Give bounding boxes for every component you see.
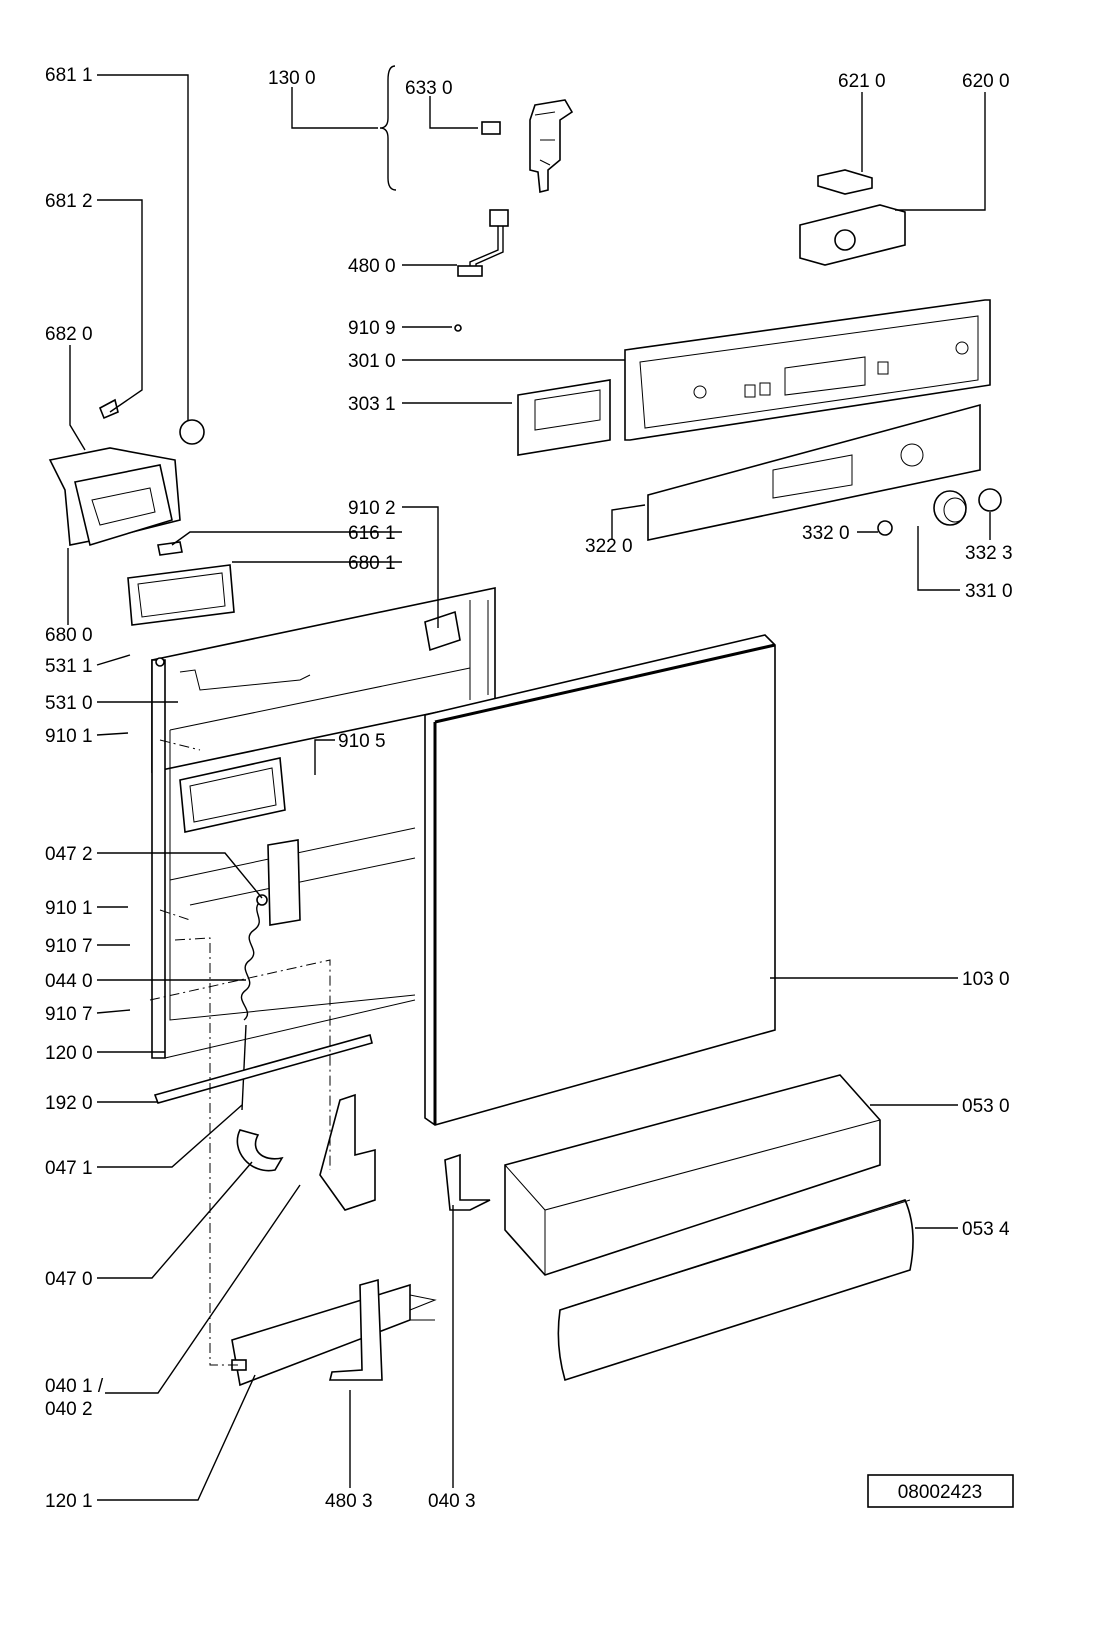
parts-drawing	[48, 65, 1002, 1387]
label-480-0: 480 0	[348, 256, 396, 277]
lower-trim	[231, 1278, 437, 1387]
label-616-1: 616 1	[348, 523, 396, 544]
label-331-0: 331 0	[965, 581, 1013, 602]
label-303-1: 303 1	[348, 394, 396, 415]
label-047-0: 047 0	[45, 1269, 93, 1290]
label-681-2: 681 2	[45, 191, 93, 212]
label-681-1: 681 1	[45, 65, 93, 86]
label-053-4: 053 4	[962, 1219, 1010, 1240]
detergent-dispenser	[48, 398, 205, 556]
label-044-0: 044 0	[45, 971, 93, 992]
label-130-0: 130 0	[268, 68, 316, 89]
inner-door	[151, 587, 496, 1059]
label-620-0: 620 0	[962, 71, 1010, 92]
knob-cap	[978, 488, 1002, 512]
label-480-3: 480 3	[325, 1491, 373, 1512]
door-rail	[153, 1034, 373, 1104]
fascia-panel	[647, 403, 981, 541]
label-682-0: 682 0	[45, 324, 93, 345]
label-120-0: 120 0	[45, 1043, 93, 1064]
leader-lines	[67, 74, 991, 1501]
button-cap	[877, 520, 893, 536]
reference-number: 08002423	[898, 1482, 983, 1503]
label-531-1: 531 1	[45, 656, 93, 677]
label-910-1-lower: 910 1	[45, 898, 93, 919]
label-910-1-upper: 910 1	[45, 726, 93, 747]
label-633-0: 633 0	[405, 78, 453, 99]
label-053-0: 053 0	[962, 1096, 1010, 1117]
label-910-5: 910 5	[338, 731, 386, 752]
program-knob	[933, 490, 967, 526]
reference-number-box: 08002423	[867, 1474, 1014, 1508]
door-spring	[236, 894, 376, 1211]
electronic-module	[817, 169, 873, 195]
wiring-harness	[457, 209, 509, 277]
label-910-2: 910 2	[348, 498, 396, 519]
label-103-0: 103 0	[962, 969, 1010, 990]
label-047-2: 047 2	[45, 844, 93, 865]
label-680-1: 680 1	[348, 553, 396, 574]
label-322-0: 322 0	[585, 536, 633, 557]
dispenser-seal	[127, 564, 235, 626]
label-332-3: 332 3	[965, 543, 1013, 564]
label-301-0: 301 0	[348, 351, 396, 372]
label-910-9: 910 9	[348, 318, 396, 339]
kick-plate	[557, 1199, 914, 1382]
label-040-3: 040 3	[428, 1491, 476, 1512]
door-handle	[517, 379, 611, 456]
plinth	[504, 1074, 881, 1276]
label-621-0: 621 0	[838, 71, 886, 92]
part-number-labels: 681 1 130 0 633 0 621 0 620 0 681 2 480 …	[45, 65, 1013, 1512]
label-040-1: 040 1 /	[45, 1376, 104, 1397]
door-front-panel	[424, 634, 776, 1126]
label-120-1: 120 1	[45, 1491, 93, 1512]
label-332-0: 332 0	[802, 523, 850, 544]
label-910-7-lower: 910 7	[45, 1004, 93, 1025]
label-040-2: 040 2	[45, 1399, 93, 1420]
control-unit	[799, 204, 906, 266]
control-panel	[624, 299, 991, 441]
bracket	[444, 1153, 491, 1211]
label-047-1: 047 1	[45, 1158, 93, 1179]
label-680-0: 680 0	[45, 625, 93, 646]
door-lock-assembly	[379, 65, 574, 194]
label-531-0: 531 0	[45, 693, 93, 714]
label-910-7-upper: 910 7	[45, 936, 93, 957]
label-192-0: 192 0	[45, 1093, 93, 1114]
